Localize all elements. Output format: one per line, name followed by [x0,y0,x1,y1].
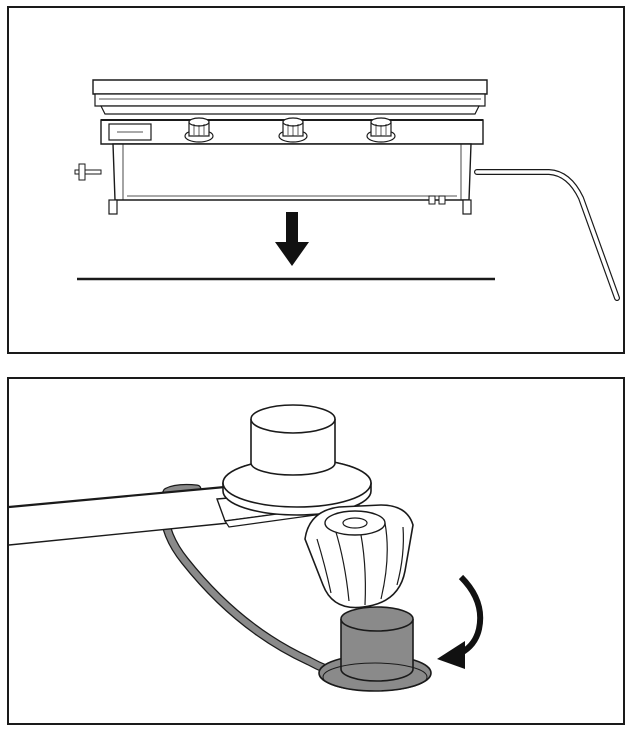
hose-end-cap [318,606,432,692]
control-knob-3 [366,117,396,143]
griddle-lid [92,79,488,115]
regulator-body [222,404,372,516]
down-arrow-icon [275,212,309,266]
star-knob [304,504,414,609]
control-knob-1 [184,117,214,143]
foot-left [108,199,118,215]
panel-bottom [7,377,625,725]
gas-pipe [9,485,230,546]
panel-top [7,6,625,354]
control-knob-2 [278,117,308,143]
griddle-illustration [74,79,620,301]
regulator-detail-illustration [9,404,484,692]
curved-arrow-icon [437,574,484,669]
foot-right [462,199,472,215]
